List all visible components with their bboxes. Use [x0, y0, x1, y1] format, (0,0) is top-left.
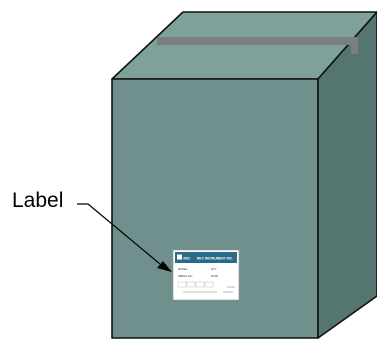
label-barcode-icon: [177, 281, 214, 288]
label-field-model: MODEL:: [178, 267, 188, 271]
label-company: RKC INSTRUMENT INC.: [197, 257, 233, 261]
packing-tape: [157, 37, 358, 54]
callout-arrowhead-icon: [157, 261, 172, 272]
callout-leader-line: [77, 203, 161, 265]
label-field-date: DATE:: [211, 274, 219, 278]
label-brand: RKC: [184, 257, 192, 261]
box-right-face: [317, 11, 377, 339]
label-field-qty: QTY:: [211, 267, 217, 271]
label-field-serial: SERIAL NO.:: [178, 274, 193, 278]
shipping-label: RKC RKC INSTRUMENT INC. MODEL: QTY: SERI…: [172, 249, 240, 301]
label-header-bar: [175, 252, 237, 263]
brand-logo-icon: [177, 254, 182, 260]
callout-label-text: Label: [12, 189, 63, 212]
